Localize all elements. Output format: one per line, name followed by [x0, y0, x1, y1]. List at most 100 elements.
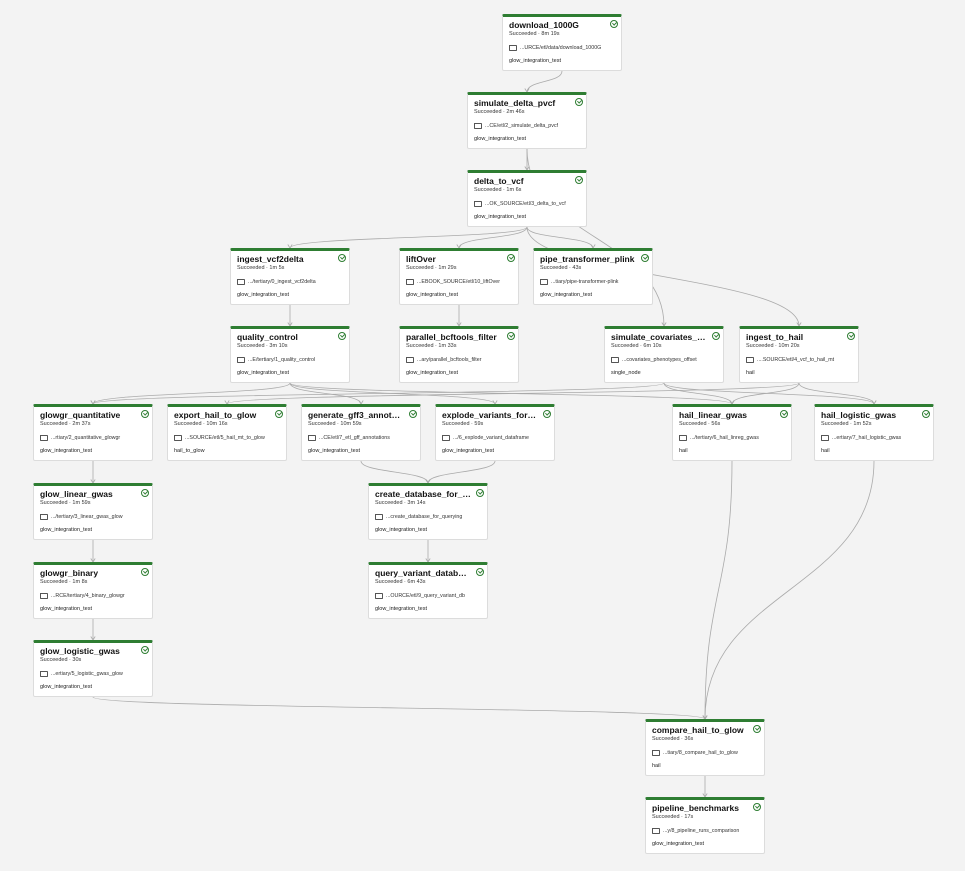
- notebook-path: ...ary/parallel_bcftools_filter: [406, 357, 514, 363]
- task-status: Succeeded · 6m 43s: [375, 579, 426, 585]
- notebook-path: ...rtiary/2_quantitative_glowgr: [40, 435, 148, 441]
- success-check-icon: [338, 254, 346, 262]
- success-check-icon: [753, 725, 761, 733]
- task-title: explode_variants_for_...: [442, 410, 538, 420]
- success-check-icon: [141, 568, 149, 576]
- task-card-generate-gff3-annotations[interactable]: generate_gff3_annotati... Succeeded · 10…: [301, 404, 421, 461]
- task-status: Succeeded · 43s: [540, 265, 582, 271]
- cluster-name: glow_integration_test: [40, 448, 92, 454]
- task-status: Succeeded · 10m 20s: [746, 343, 800, 349]
- cluster-name: glow_integration_test: [442, 448, 494, 454]
- folder-icon: [40, 435, 48, 441]
- notebook-path: ...E/tertiary/1_quality_control: [237, 357, 345, 363]
- cluster-name: glow_integration_test: [474, 136, 526, 142]
- task-card-pipeline-benchmarks[interactable]: pipeline_benchmarks Succeeded · 17s ...y…: [645, 797, 765, 854]
- task-card-export-hail-to-glow[interactable]: export_hail_to_glow Succeeded · 10m 16s …: [167, 404, 287, 461]
- task-title: glowgr_binary: [40, 568, 99, 578]
- task-card-delta-to-vcf[interactable]: delta_to_vcf Succeeded · 1m 6s ...OK_SOU…: [467, 170, 587, 227]
- task-card-simulate-covariates[interactable]: simulate_covariates_p... Succeeded · 6m …: [604, 326, 724, 383]
- task-card-pipe-transformer-plink[interactable]: pipe_transformer_plink Succeeded · 43s .…: [533, 248, 653, 305]
- notebook-path: ...ertiary/7_hail_logistic_gwas: [821, 435, 929, 441]
- task-status: Succeeded · 1m 59s: [40, 500, 91, 506]
- task-card-compare-hail-to-glow[interactable]: compare_hail_to_glow Succeeded · 36s ...…: [645, 719, 765, 776]
- task-title: export_hail_to_glow: [174, 410, 257, 420]
- task-title: liftOver: [406, 254, 436, 264]
- notebook-path: ...RCE/tertiary/4_binary_glowgr: [40, 593, 148, 599]
- task-title: download_1000G: [509, 20, 579, 30]
- task-title: generate_gff3_annotati...: [308, 410, 404, 420]
- folder-icon: [474, 123, 482, 129]
- success-check-icon: [610, 20, 618, 28]
- task-status: Succeeded · 6m 10s: [611, 343, 662, 349]
- cluster-name: glow_integration_test: [474, 214, 526, 220]
- folder-icon: [679, 435, 687, 441]
- success-check-icon: [338, 332, 346, 340]
- notebook-path: .../6_explode_variant_dataframe: [442, 435, 550, 441]
- success-check-icon: [507, 254, 515, 262]
- cluster-name: glow_integration_test: [308, 448, 360, 454]
- notebook-path: ...OURCE/etl/9_query_variant_db: [375, 593, 483, 599]
- task-status: Succeeded · 10m 16s: [174, 421, 228, 427]
- dependency-edge: [289, 382, 362, 405]
- task-status: Succeeded · 30s: [40, 657, 82, 663]
- success-check-icon: [543, 410, 551, 418]
- dependency-edge: [731, 382, 800, 405]
- task-card-glowgr-quantitative[interactable]: glowgr_quantitative Succeeded · 2m 37s .…: [33, 404, 153, 461]
- success-check-icon: [476, 489, 484, 497]
- task-title: pipeline_benchmarks: [652, 803, 739, 813]
- folder-icon: [652, 750, 660, 756]
- task-status: Succeeded · 1m 6s: [474, 187, 522, 193]
- task-card-hail-logistic-gwas[interactable]: hail_logistic_gwas Succeeded · 1m 52s ..…: [814, 404, 934, 461]
- task-card-ingest-vcf2delta[interactable]: ingest_vcf2delta Succeeded · 1m 5s .../t…: [230, 248, 350, 305]
- task-status: Succeeded · 2m 46s: [474, 109, 525, 115]
- task-title: simulate_delta_pvcf: [474, 98, 556, 108]
- task-status: Succeeded · 8m 19s: [509, 31, 560, 37]
- success-check-icon: [141, 646, 149, 654]
- folder-icon: [509, 45, 517, 51]
- task-title: pipe_transformer_plink: [540, 254, 635, 264]
- task-title: hail_linear_gwas: [679, 410, 748, 420]
- cluster-name: glow_integration_test: [40, 606, 92, 612]
- notebook-path: ...OK_SOURCE/etl/3_delta_to_vcf: [474, 201, 582, 207]
- task-title: glow_logistic_gwas: [40, 646, 120, 656]
- cluster-name: hail: [679, 448, 688, 454]
- cluster-name: hail: [746, 370, 755, 376]
- cluster-name: hail: [652, 763, 661, 769]
- task-card-download-1000g[interactable]: download_1000G Succeeded · 8m 19s ...URC…: [502, 14, 622, 71]
- task-status: Succeeded · 2m 37s: [40, 421, 91, 427]
- cluster-name: glow_integration_test: [237, 292, 289, 298]
- task-title: hail_logistic_gwas: [821, 410, 897, 420]
- task-title: delta_to_vcf: [474, 176, 524, 186]
- success-check-icon: [141, 410, 149, 418]
- task-card-parallel-bcftools-filter[interactable]: parallel_bcftools_filter Succeeded · 1m …: [399, 326, 519, 383]
- task-title: create_database_for_q...: [375, 489, 471, 499]
- dependency-edge: [92, 696, 706, 720]
- task-card-hail-linear-gwas[interactable]: hail_linear_gwas Succeeded · 56s .../ter…: [672, 404, 792, 461]
- task-card-liftover[interactable]: liftOver Succeeded · 1m 29s ...EBOOK_SOU…: [399, 248, 519, 305]
- dependency-edge: [92, 382, 291, 405]
- notebook-path: ...URCE/etl/data/download_1000G: [509, 45, 617, 51]
- folder-icon: [375, 593, 383, 599]
- task-card-create-database[interactable]: create_database_for_q... Succeeded · 3m …: [368, 483, 488, 540]
- task-card-simulate-delta-pvcf[interactable]: simulate_delta_pvcf Succeeded · 2m 46s .…: [467, 92, 587, 149]
- task-card-explode-variants[interactable]: explode_variants_for_... Succeeded · 59s…: [435, 404, 555, 461]
- dependency-edge: [663, 382, 875, 405]
- notebook-path: .../tertiary/3_linear_gwas_glow: [40, 514, 148, 520]
- folder-icon: [611, 357, 619, 363]
- task-card-glow-logistic-gwas[interactable]: glow_logistic_gwas Succeeded · 30s ...er…: [33, 640, 153, 697]
- notebook-path: ...EBOOK_SOURCE/etl/10_liftOver: [406, 279, 514, 285]
- success-check-icon: [780, 410, 788, 418]
- dependency-edge: [226, 382, 800, 405]
- task-card-glow-linear-gwas[interactable]: glow_linear_gwas Succeeded · 1m 59s .../…: [33, 483, 153, 540]
- task-status: Succeeded · 1m 8s: [40, 579, 88, 585]
- task-card-quality-control[interactable]: quality_control Succeeded · 3m 10s ...E/…: [230, 326, 350, 383]
- task-card-ingest-to-hail[interactable]: ingest_to_hail Succeeded · 10m 20s ....S…: [739, 326, 859, 383]
- task-card-glowgr-binary[interactable]: glowgr_binary Succeeded · 1m 8s ...RCE/t…: [33, 562, 153, 619]
- task-card-query-variant-database[interactable]: query_variant_database Succeeded · 6m 43…: [368, 562, 488, 619]
- cluster-name: glow_integration_test: [406, 370, 458, 376]
- task-status: Succeeded · 1m 33s: [406, 343, 457, 349]
- success-check-icon: [507, 332, 515, 340]
- cluster-name: glow_integration_test: [509, 58, 561, 64]
- notebook-path: ...tiary/8_compare_hail_to_glow: [652, 750, 760, 756]
- dependency-edge: [360, 460, 429, 484]
